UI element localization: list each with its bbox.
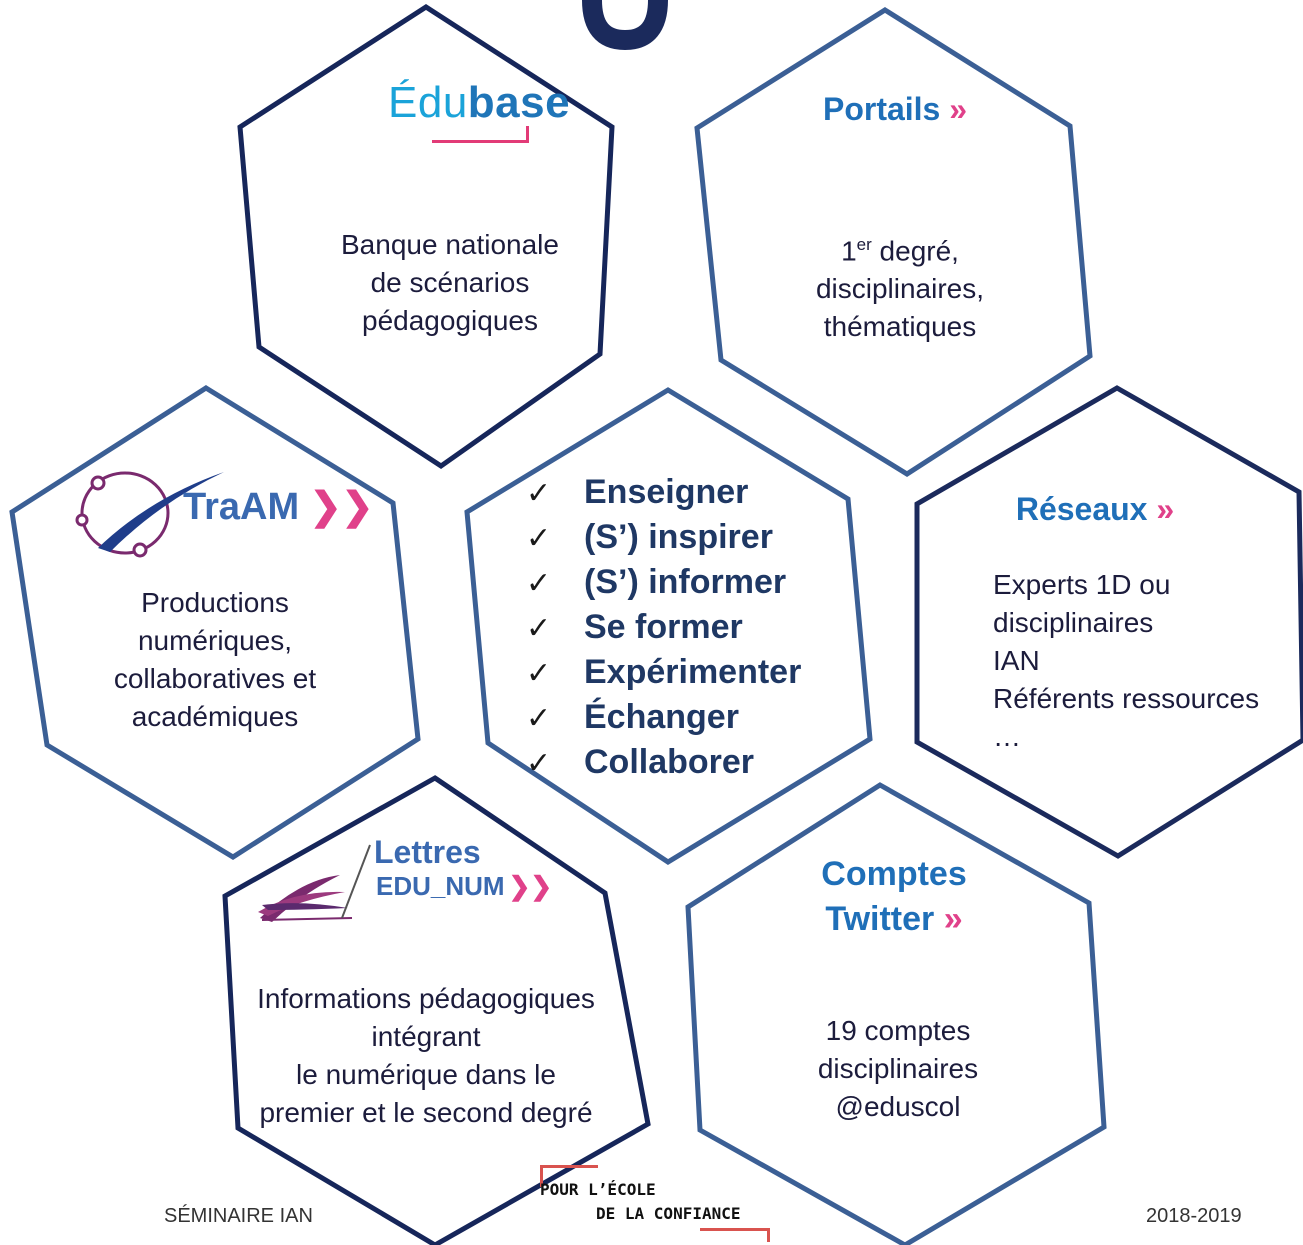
portails-ordinal-sup: er <box>856 235 872 254</box>
lettres-line: intégrant <box>371 1021 481 1052</box>
checklist-label: (S’) inspirer <box>584 518 773 556</box>
chevron-right-icon: » <box>949 91 968 127</box>
brand-bar-left <box>540 1165 543 1187</box>
lettres-line: Informations pédagogiques <box>257 983 595 1014</box>
portails-line: disciplinaires, <box>815 273 985 305</box>
traam-line: numériques, <box>137 625 293 656</box>
check-icon: ✓ <box>526 567 552 600</box>
hexagon-twitter <box>685 782 1107 1245</box>
hexagon-reseaux <box>914 385 1303 859</box>
chevron-right-icon: » <box>1156 491 1175 527</box>
double-chevron-icon: ❯❯ <box>508 871 553 901</box>
reseaux-line: Experts 1D ou <box>993 569 1171 600</box>
edubase-line: Banque nationale <box>341 229 559 260</box>
reseaux-title: Réseaux <box>1015 491 1148 527</box>
lettres-logo-line1[interactable]: Lettres <box>374 834 481 870</box>
portails-ordinal: 1 <box>841 235 857 267</box>
twitter-title-text: Twitter <box>825 900 935 938</box>
checklist-item: ✓ Enseigner <box>526 470 801 515</box>
twitter-title-line2: Twitter » <box>764 897 1024 942</box>
twitter-line: 19 comptes <box>825 1015 971 1046</box>
check-icon: ✓ <box>526 612 552 645</box>
traam-line: académiques <box>131 701 299 732</box>
edubase-underline <box>432 126 529 143</box>
edubase-description: Banque nationale de scénarios pédagogiqu… <box>300 226 600 340</box>
hexagon-edubase <box>237 4 615 470</box>
twitter-line: disciplinaires <box>817 1053 979 1084</box>
brand-bar-top <box>540 1165 598 1168</box>
edubase-logo-bold: base <box>467 78 571 127</box>
hexagon-portails <box>694 7 1093 477</box>
edubase-line: pédagogiques <box>362 305 538 336</box>
action-checklist: ✓ Enseigner ✓ (S’) inspirer ✓ (S’) informer… <box>526 470 801 785</box>
traam-description: Productions numériques, collaboratives e… <box>70 584 360 736</box>
checklist-label: Expérimenter <box>584 653 802 691</box>
traam-line: Productions <box>141 587 289 618</box>
traam-line: collaboratives et <box>113 663 317 694</box>
check-icon: ✓ <box>526 702 552 735</box>
checklist-label: Échanger <box>584 698 739 736</box>
footer-right: 2018-2019 <box>1146 1205 1242 1227</box>
portails-link[interactable]: Portails » <box>760 90 1030 128</box>
edubase-logo-prefix: Édu <box>388 78 468 127</box>
edubase-line: de scénarios <box>370 267 530 298</box>
reseaux-link[interactable]: Réseaux » <box>985 490 1205 528</box>
portails-first-rest: degré, <box>871 235 959 267</box>
checklist-item: ✓ (S’) informer <box>526 560 801 605</box>
lettres-book-icon <box>258 844 371 922</box>
checklist-item: ✓ Expérimenter <box>526 650 801 695</box>
footer-left: SÉMINAIRE IAN <box>164 1205 313 1227</box>
reseaux-line: IAN <box>993 645 1040 676</box>
reseaux-line: Référents ressources <box>993 683 1260 714</box>
reseaux-line: disciplinaires <box>993 607 1154 638</box>
hexagon-center <box>464 387 873 865</box>
checklist-item: ✓ Se former <box>526 605 801 650</box>
twitter-title-line1: Comptes <box>821 855 967 893</box>
edunum-text: EDU_NUM <box>376 871 505 901</box>
checklist-label: (S’) informer <box>584 563 787 601</box>
checklist-item: ✓ Échanger <box>526 695 801 740</box>
checklist-label: Enseigner <box>584 473 749 511</box>
twitter-link[interactable]: Comptes Twitter » <box>764 852 1024 942</box>
check-icon: ✓ <box>526 747 552 780</box>
brand-bar-bottom <box>700 1228 770 1231</box>
checklist-label: Collaborer <box>584 743 755 781</box>
checklist-item: ✓ Collaborer <box>526 740 801 785</box>
lettres-line: le numérique dans le <box>296 1059 556 1090</box>
twitter-line: @eduscol <box>835 1091 961 1122</box>
lettres-description: Informations pédagogiques intégrant le n… <box>226 980 626 1132</box>
check-icon: ✓ <box>526 522 552 555</box>
portails-title: Portails <box>822 91 941 127</box>
edubase-logo[interactable]: Édubase <box>388 78 570 128</box>
twitter-description: 19 comptes disciplinaires @eduscol <box>768 1012 1028 1126</box>
title-fragment <box>582 0 668 51</box>
traam-orbit-icon <box>75 471 224 558</box>
brand-line1: POUR L’ÉCOLE <box>540 1180 656 1199</box>
traam-logo[interactable]: TraAM ❯❯ <box>183 484 373 529</box>
double-chevron-icon: ❯❯ <box>309 486 374 528</box>
portails-line: thématiques <box>823 311 977 343</box>
lettres-logo-line2[interactable]: EDU_NUM❯❯ <box>376 871 552 902</box>
reseaux-line: … <box>993 721 1021 752</box>
checklist-label: Se former <box>584 608 743 646</box>
hexagon-traam <box>9 385 421 860</box>
portails-line: 1er degré, <box>755 226 1045 270</box>
checklist-item: ✓ (S’) inspirer <box>526 515 801 560</box>
check-icon: ✓ <box>526 477 552 510</box>
brand-line2: DE LA CONFIANCE <box>596 1204 741 1223</box>
chevron-right-icon: » <box>943 900 963 938</box>
lettres-line: premier et le second degré <box>259 1097 593 1128</box>
traam-logo-text: TraAM <box>183 486 300 528</box>
brand-bar-right <box>767 1228 770 1242</box>
portails-description: 1er degré, disciplinaires, thématiques <box>755 226 1045 346</box>
reseaux-description: Experts 1D ou disciplinaires IAN Référen… <box>993 566 1298 756</box>
check-icon: ✓ <box>526 657 552 690</box>
